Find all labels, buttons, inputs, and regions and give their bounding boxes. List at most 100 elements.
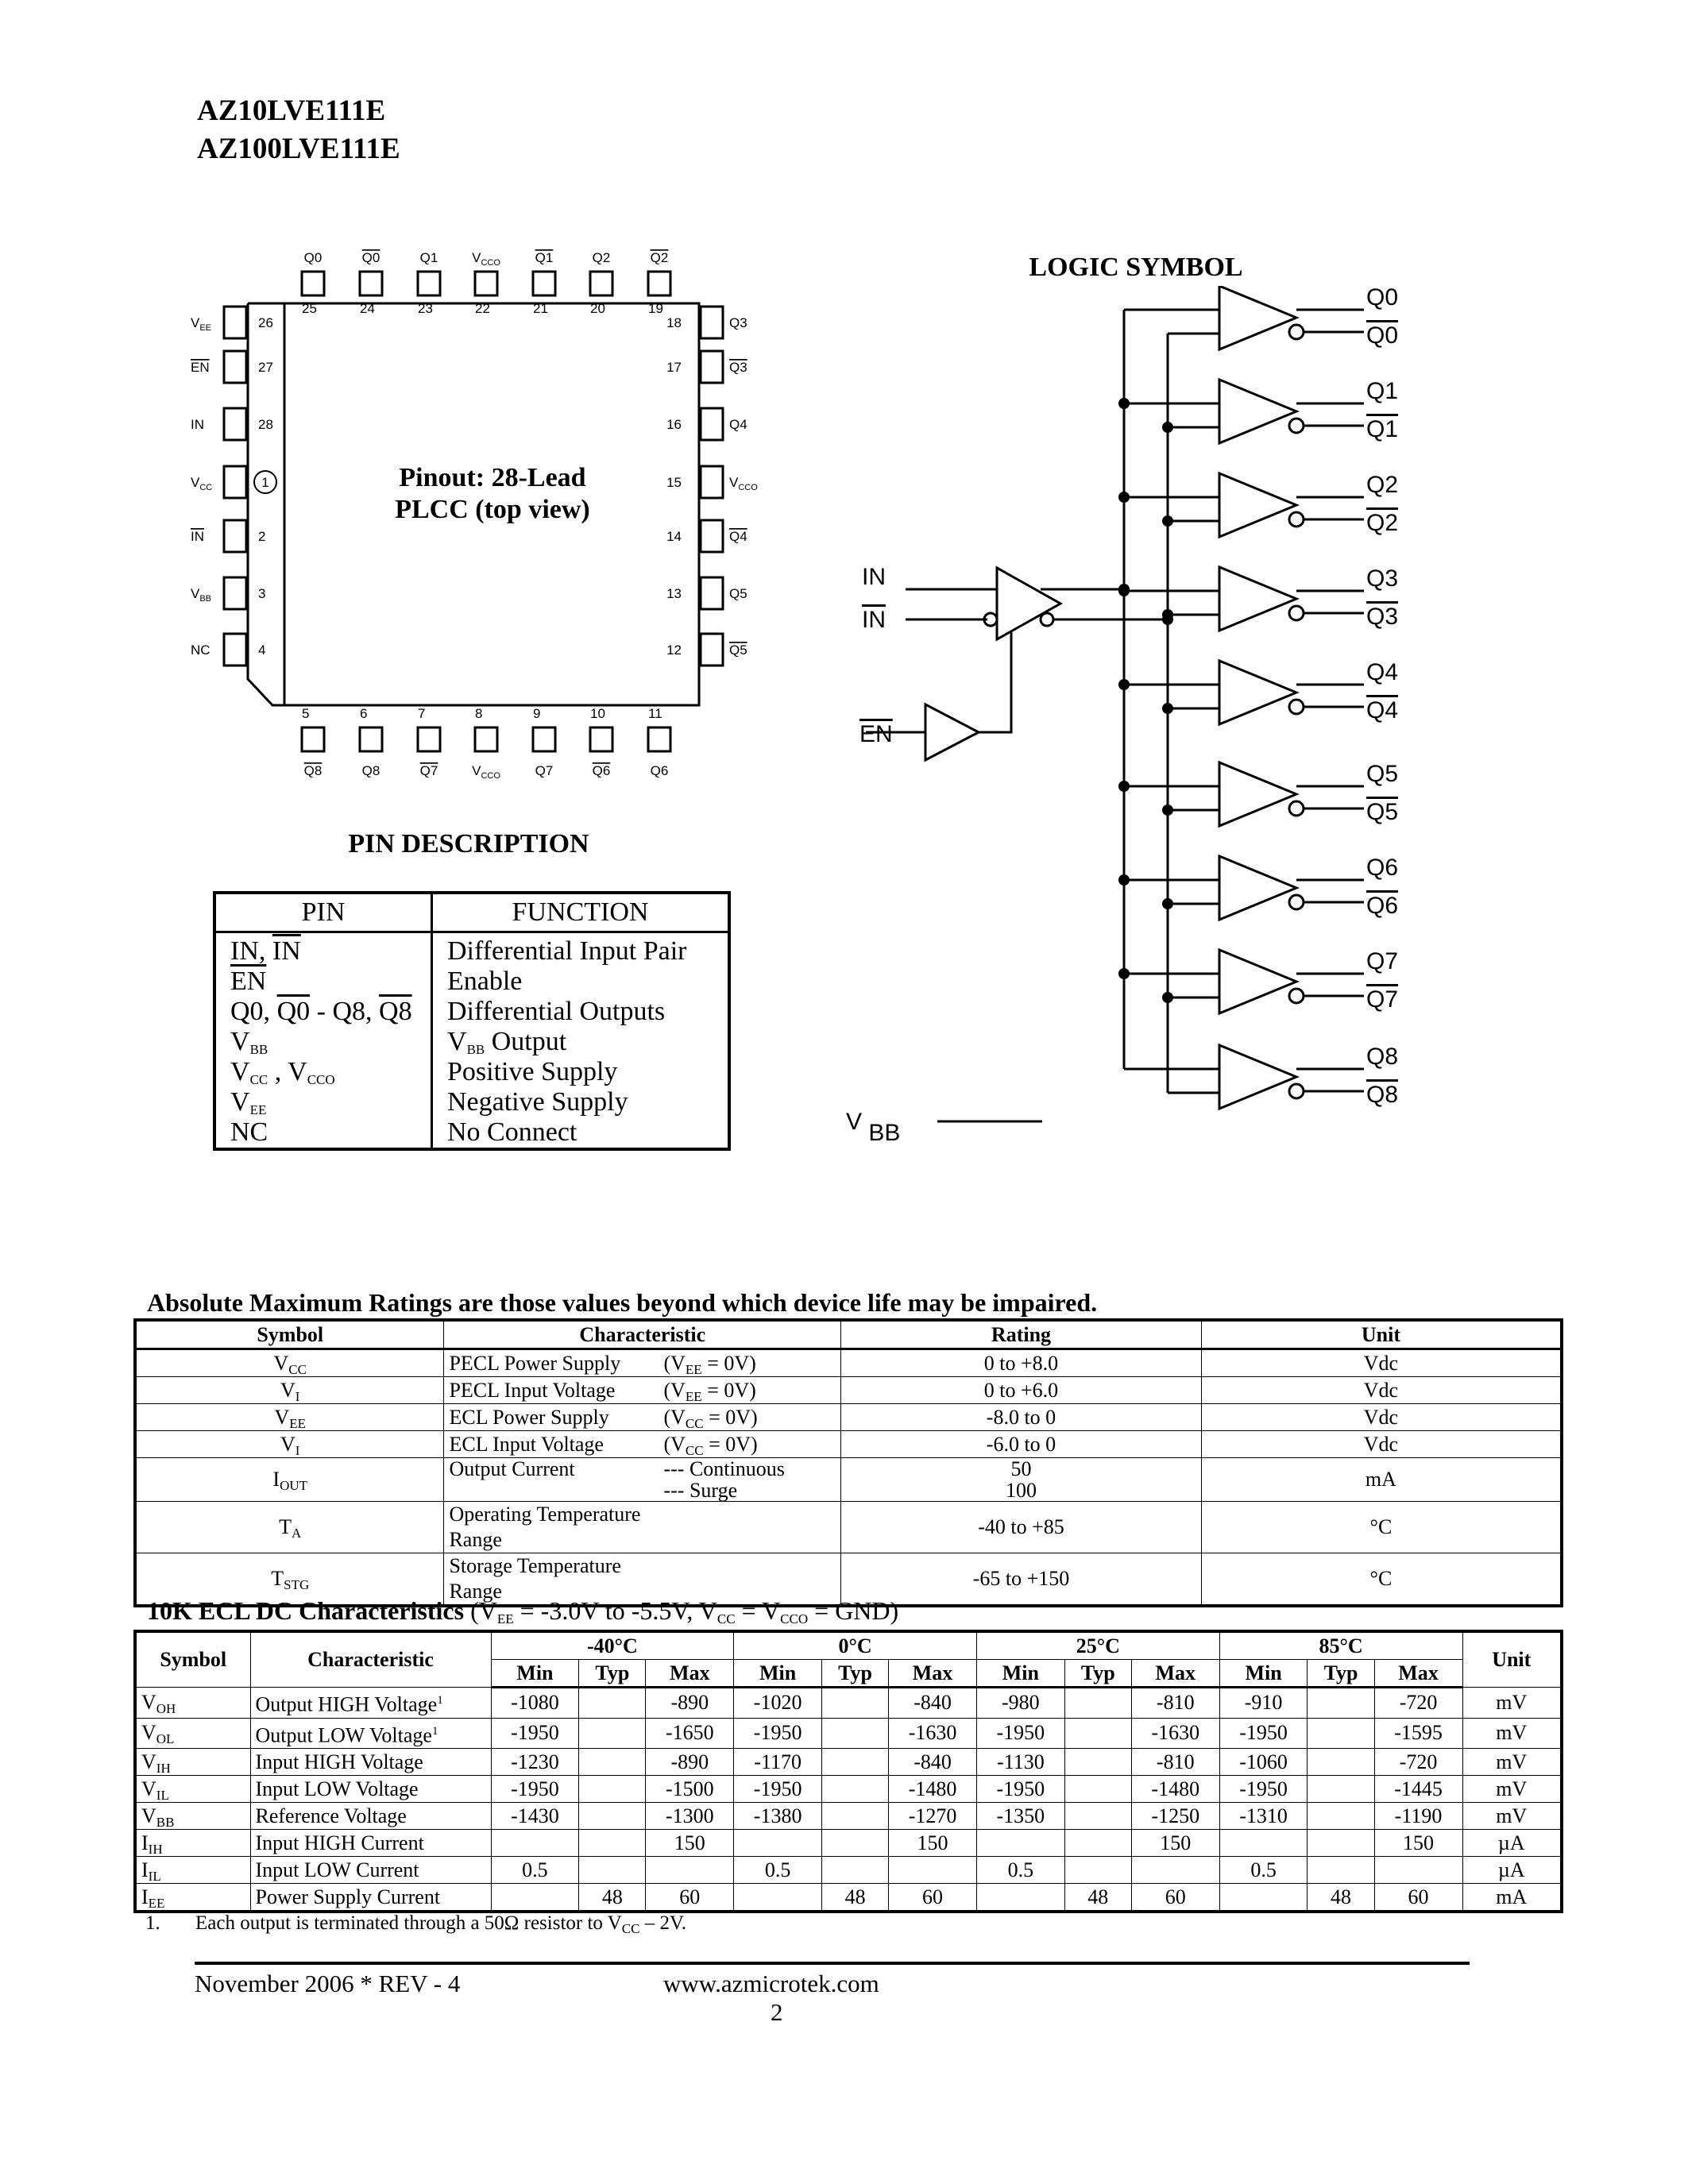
vbb-label: V BB — [846, 1109, 900, 1146]
pin-name-label: Q8 — [362, 763, 380, 778]
abs-rating: 0 to +8.0 — [840, 1349, 1202, 1377]
dc-value — [975, 1829, 1065, 1858]
pin-name-label: Q6 — [593, 763, 611, 778]
dc-unit: mV — [1462, 1775, 1562, 1804]
pin-number: 12 — [666, 642, 682, 658]
abs-unit: Vdc — [1200, 1403, 1562, 1431]
abs-max-title: Absolute Maximum Ratings are those value… — [147, 1288, 1098, 1317]
pinout-title-line2: PLCC (top view) — [395, 495, 590, 524]
dc-value — [1307, 1687, 1375, 1719]
dc-value: -1950 — [975, 1717, 1065, 1750]
abs-symbol: VEE — [134, 1403, 445, 1431]
junction-dot — [1118, 679, 1130, 690]
dc-header-characteristic: Characteristic — [249, 1630, 492, 1688]
pin-number: 19 — [648, 301, 663, 316]
pin-number: 10 — [590, 706, 605, 721]
dc-value — [490, 1883, 580, 1912]
pin-name-label: Q2 — [593, 250, 611, 265]
dc-value — [975, 1883, 1065, 1912]
pin-name-label: Q5 — [729, 642, 747, 658]
abs-characteristic: Output Current--- Continuous--- Surge — [443, 1457, 842, 1502]
function-cell: Enable — [447, 967, 523, 996]
output-label-bar: Q3 — [1366, 604, 1398, 630]
dc-header-sub: Min — [733, 1659, 823, 1688]
dc-value: -1630 — [888, 1717, 977, 1750]
abs-unit: °C — [1200, 1501, 1562, 1553]
junction-dot — [1162, 614, 1173, 625]
input-buffer — [995, 565, 1064, 642]
dc-value — [1130, 1856, 1220, 1885]
pin-number: 8 — [475, 706, 482, 721]
dc-header-temp: 85°C — [1219, 1630, 1463, 1660]
dc-value — [821, 1775, 890, 1804]
dc-header-sub: Min — [490, 1659, 580, 1688]
pin-pad — [473, 270, 499, 297]
dc-value — [821, 1802, 890, 1831]
dc-header-temp: 0°C — [733, 1630, 977, 1660]
dc-value: 60 — [888, 1883, 977, 1912]
pin-name-label: VCCO — [729, 475, 758, 492]
output-label-bar: Q6 — [1366, 893, 1398, 919]
logic-symbol-diagram: Q0Q0Q1Q1Q2Q2Q3Q3Q4Q4Q5Q5Q6Q6Q7Q7Q8Q8ININ… — [846, 286, 1398, 1146]
dc-value — [578, 1687, 647, 1719]
dc-header-sub: Typ — [1307, 1659, 1375, 1688]
function-cell: Differential Input Pair — [447, 936, 687, 966]
footnote-number: 1. — [145, 1912, 160, 1934]
function-cell: Positive Supply — [447, 1057, 618, 1086]
pin-name-label: NC — [191, 642, 211, 658]
dc-header-symbol: Symbol — [134, 1630, 251, 1688]
dc-value: -1595 — [1373, 1717, 1463, 1750]
pin-name-label: IN — [191, 417, 204, 432]
pin-name-label: Q6 — [651, 763, 669, 778]
dc-value: -1630 — [1130, 1717, 1220, 1750]
pin-number: 25 — [302, 301, 317, 316]
dc-value: 150 — [888, 1829, 977, 1858]
part-number-2: AZ100LVE111E — [197, 133, 400, 165]
inversion-bubble — [1288, 604, 1305, 622]
output-buffer — [1218, 947, 1300, 1016]
inversion-bubble — [1288, 417, 1305, 434]
footer-rule — [195, 1962, 1470, 1965]
pin-name-label: Q4 — [729, 529, 747, 544]
footer-url[interactable]: www.azmicrotek.com — [663, 1970, 879, 1997]
dc-characteristic: Power Supply Current — [249, 1883, 492, 1912]
dc-value: 0.5 — [975, 1856, 1065, 1885]
dc-value — [821, 1687, 890, 1719]
dc-value: -1430 — [490, 1802, 580, 1831]
plcc-outline — [246, 302, 701, 707]
dc-header-unit: Unit — [1462, 1630, 1562, 1688]
output-buffer — [1218, 377, 1300, 446]
dc-header-temp: 25°C — [975, 1630, 1220, 1660]
in-label: IN — [862, 564, 886, 590]
pin-pad — [416, 270, 442, 297]
abs-unit: Vdc — [1200, 1349, 1562, 1377]
dc-symbol: IEE — [134, 1883, 251, 1912]
pin-pad — [300, 270, 326, 297]
abs-symbol: VCC — [134, 1349, 445, 1377]
pin1-marker — [253, 470, 277, 494]
function-cell: VBB Output — [447, 1027, 567, 1057]
dc-characteristic: Input LOW Current — [249, 1856, 492, 1885]
output-buffer — [1218, 1043, 1300, 1111]
pin-number: 11 — [648, 706, 662, 721]
abs-characteristic: ECL Input Voltage(VCC = 0V) — [443, 1430, 842, 1458]
pin-pad — [222, 632, 248, 667]
dc-header-sub: Max — [1373, 1659, 1463, 1688]
dc-value: 0.5 — [1219, 1856, 1308, 1885]
junction-dot — [1162, 898, 1173, 909]
dc-value: 48 — [578, 1883, 647, 1912]
dc-value — [1064, 1802, 1132, 1831]
inversion-bubble — [1039, 612, 1055, 627]
output-label: Q2 — [1366, 472, 1398, 498]
abs-unit: Vdc — [1200, 1376, 1562, 1404]
plcc-pins: Q025Q024Q123VCCO22Q121Q220Q219Q85Q86Q77V… — [191, 250, 758, 781]
dc-header-sub: Max — [1130, 1659, 1220, 1688]
pin-pad — [647, 270, 672, 297]
